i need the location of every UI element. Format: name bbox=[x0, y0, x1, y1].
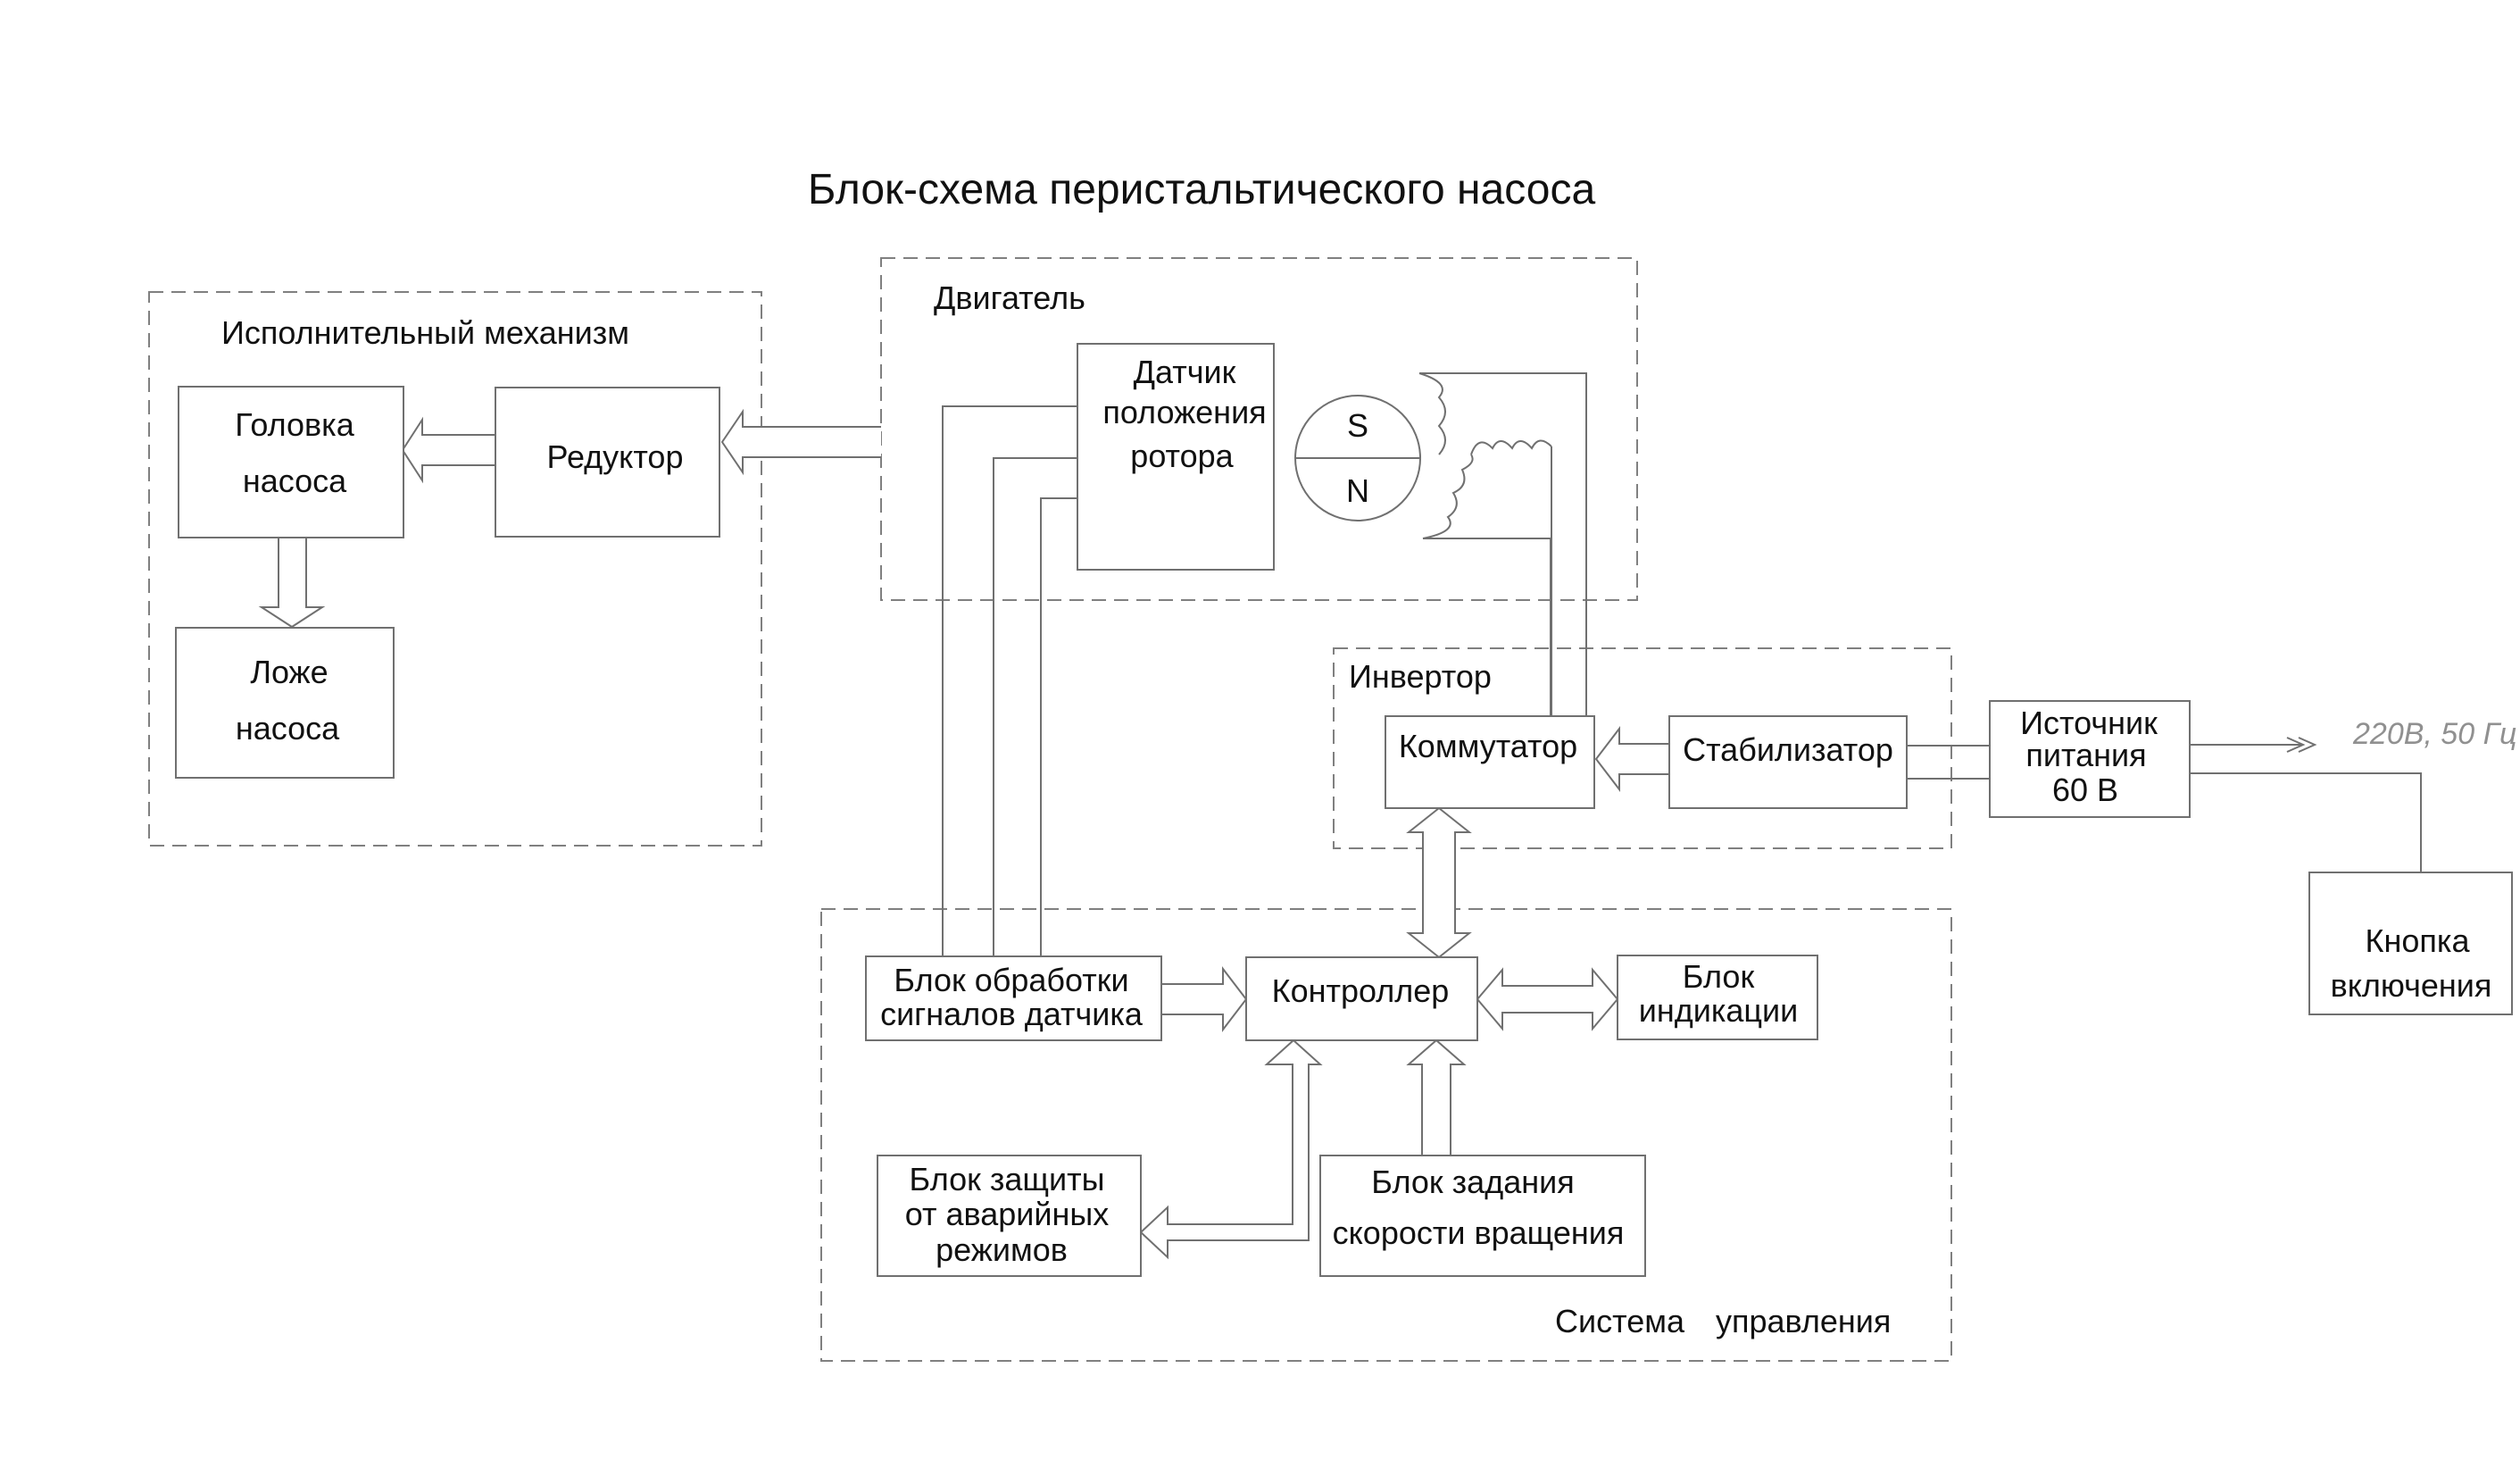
processing-to-controller-arrow bbox=[1161, 966, 1248, 1032]
reducer-label: Редуктор bbox=[547, 438, 684, 475]
power-button-block bbox=[2308, 872, 2513, 1015]
stator-winding-3-icon bbox=[1470, 439, 1552, 455]
controller-protection-arrow bbox=[1139, 1039, 1323, 1260]
protection-block bbox=[877, 1155, 1142, 1277]
pump-head-to-pump-bed-arrow bbox=[258, 538, 326, 629]
power-supply-label-3: 60 В bbox=[2052, 772, 2118, 808]
inverter-frame-label: Инвертор bbox=[1349, 658, 1492, 695]
inverter-frame bbox=[1333, 647, 1952, 849]
rotor-sensor-label-2: положения bbox=[1102, 394, 1266, 430]
actuator-frame-label: Исполнительный механизм bbox=[221, 314, 629, 351]
speed-setting-block bbox=[1319, 1155, 1646, 1277]
winding-lead-3 bbox=[1423, 538, 1551, 716]
speed-setting-label: Блок задания bbox=[1371, 1164, 1574, 1200]
rotor-sensor-label: Датчик bbox=[1134, 354, 1236, 390]
diagram-title: Блок-схема перистальтического насоса bbox=[808, 166, 1596, 213]
rotor-pole-n: N bbox=[1346, 472, 1369, 509]
sensor-processing-block bbox=[865, 955, 1162, 1041]
control-system-frame-label: Система bbox=[1555, 1303, 1685, 1339]
reducer-block bbox=[495, 387, 720, 538]
protection-label: Блок защиты bbox=[909, 1161, 1104, 1197]
rotor-sensor-label-3: ротора bbox=[1130, 438, 1234, 474]
pump-head-label-2: насоса bbox=[243, 463, 347, 499]
pump-bed-block bbox=[175, 627, 395, 779]
commutator-block bbox=[1385, 715, 1595, 809]
pump-bed-label: Ложе bbox=[250, 654, 328, 690]
motor-frame bbox=[880, 257, 1638, 601]
power-supply-label: Источник bbox=[2020, 705, 2158, 741]
pump-bed-label-2: насоса bbox=[236, 710, 340, 747]
supply-voltage-label: 220В, 50 Гц bbox=[2352, 717, 2517, 751]
sensor-signal-wire-3 bbox=[1040, 497, 1077, 956]
commutator-controller-arrow bbox=[1406, 806, 1472, 959]
indication-label: Блок bbox=[1683, 958, 1755, 995]
mains-arrow-icon bbox=[2286, 737, 2317, 753]
reducer-to-pump-head-arrow bbox=[401, 416, 495, 484]
actuator-frame bbox=[148, 291, 762, 847]
power-button-label: Кнопка bbox=[2366, 922, 2471, 959]
power-supply-label-2: питания bbox=[2025, 737, 2146, 773]
protection-label-3: режимов bbox=[936, 1231, 1068, 1268]
winding-lead-1 bbox=[1419, 372, 1587, 716]
commutator-label: Коммутатор bbox=[1399, 728, 1577, 764]
stabilizer-label: Стабилизатор bbox=[1683, 731, 1893, 768]
sensor-processing-label-2: сигналов датчика bbox=[880, 996, 1144, 1032]
sensor-processing-label: Блок обработки bbox=[894, 962, 1128, 998]
speed-setting-label-2: скорости вращения bbox=[1333, 1214, 1625, 1251]
indication-block bbox=[1617, 955, 1818, 1040]
protection-label-2: от аварийных bbox=[905, 1196, 1109, 1232]
stator-winding-2-icon bbox=[1422, 454, 1474, 539]
sensor-signal-wire-2 bbox=[993, 457, 1077, 956]
power-button-label-2: включения bbox=[2331, 967, 2492, 1004]
indication-label-2: индикации bbox=[1639, 992, 1799, 1029]
stator-winding-1-icon bbox=[1418, 372, 1446, 455]
control-system-frame bbox=[820, 908, 1952, 1362]
power-button-wire bbox=[2190, 772, 2422, 872]
motor-to-reducer-arrow bbox=[720, 408, 881, 476]
power-supply-block bbox=[1989, 700, 2191, 818]
controller-block bbox=[1245, 956, 1478, 1041]
pump-head-label: Головка bbox=[235, 406, 354, 443]
pump-head-block bbox=[178, 386, 404, 538]
sensor-signal-wire-1 bbox=[942, 405, 1077, 956]
control-system-frame-label-2: управления bbox=[1716, 1303, 1891, 1339]
controller-indication-arrow bbox=[1476, 967, 1619, 1031]
speed-to-controller-arrow bbox=[1406, 1039, 1467, 1155]
stabilizer-to-commutator-arrow bbox=[1594, 726, 1669, 792]
rotor-position-sensor-block bbox=[1077, 343, 1275, 571]
controller-label: Контроллер bbox=[1272, 972, 1450, 1009]
motor-frame-label: Двигатель bbox=[934, 279, 1085, 316]
stabilizer-block bbox=[1668, 715, 1908, 809]
rotor-pole-s: S bbox=[1347, 407, 1368, 444]
